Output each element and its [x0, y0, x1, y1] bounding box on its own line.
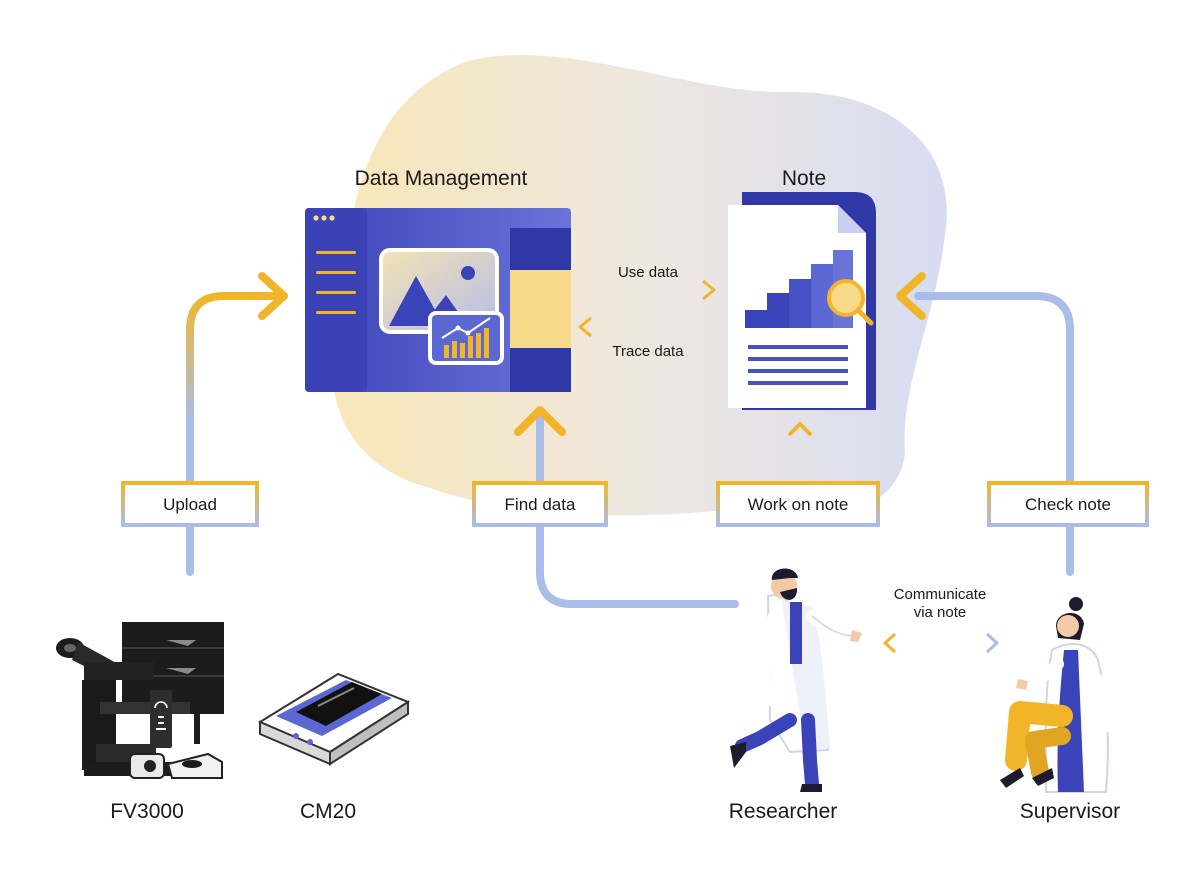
upload-arrow	[186, 272, 288, 576]
researcher-label: Researcher	[729, 800, 838, 823]
magnifier-icon	[827, 279, 874, 326]
trace-data-label: Trace data	[612, 343, 684, 360]
data-management-title: Data Management	[355, 167, 528, 190]
upload-label: Upload	[163, 495, 217, 514]
work-on-note-label: Work on note	[748, 495, 849, 514]
supervisor-label: Supervisor	[1020, 800, 1120, 823]
work-on-note-box	[716, 481, 880, 527]
microscope-icon	[56, 622, 224, 779]
check-note-arrow	[896, 272, 1074, 576]
fv3000-label: FV3000	[110, 800, 184, 823]
trace-data-arrow	[578, 316, 728, 338]
data-management-app-icon	[305, 208, 571, 392]
check-note-box	[987, 481, 1149, 527]
cm20-label: CM20	[300, 800, 356, 823]
note-document-icon	[728, 192, 876, 410]
find-data-label: Find data	[505, 495, 576, 514]
use-data-label: Use data	[618, 264, 679, 281]
communicate-arrow	[883, 632, 999, 654]
researcher-figure-icon	[730, 568, 862, 792]
find-data-box	[472, 481, 608, 527]
supervisor-figure-icon	[1000, 597, 1118, 793]
note-title: Note	[782, 167, 826, 190]
communicate-label-line1: Communicate	[894, 586, 987, 603]
upload-box	[121, 481, 259, 527]
scanner-icon	[257, 672, 411, 766]
communicate-label-line2: via note	[914, 604, 967, 621]
use-data-arrow	[572, 279, 716, 301]
check-note-label: Check note	[1025, 495, 1111, 514]
